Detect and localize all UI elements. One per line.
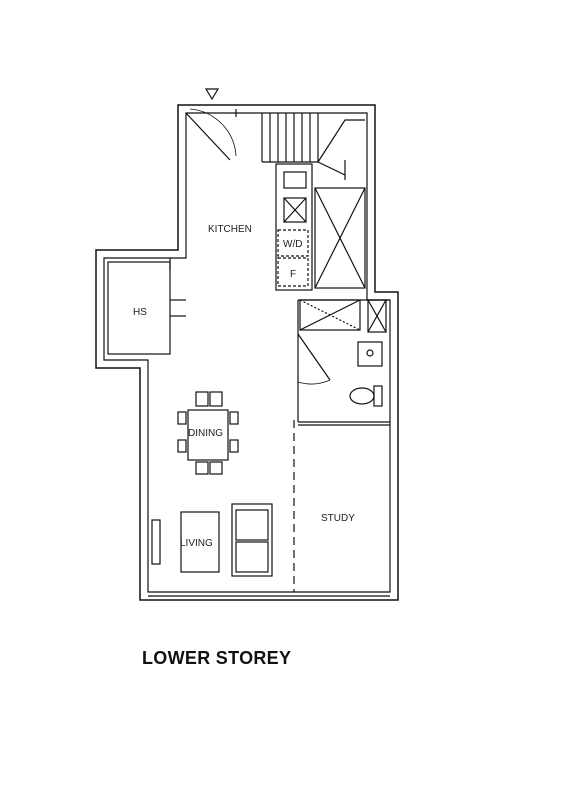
- outer-walls: [95, 104, 399, 601]
- entrance-marker-icon: [204, 88, 220, 101]
- staircase: [261, 113, 365, 180]
- service-duct: [314, 187, 366, 289]
- bathroom: [297, 299, 390, 426]
- floor-caption: LOWER STOREY: [142, 648, 292, 668]
- living-label: LIVING: [180, 538, 213, 549]
- wd-label: W/D: [283, 239, 302, 250]
- fridge-label: F: [290, 269, 296, 280]
- living-furniture: [151, 503, 273, 577]
- entrance-door: [185, 108, 237, 161]
- dining-set: [177, 391, 239, 475]
- kitchen-label: KITCHEN: [208, 224, 252, 235]
- study-label: STUDY: [321, 513, 355, 524]
- hs-label: HS: [133, 307, 147, 318]
- kitchen-counter: [275, 163, 313, 291]
- dining-label: DINING: [188, 428, 223, 439]
